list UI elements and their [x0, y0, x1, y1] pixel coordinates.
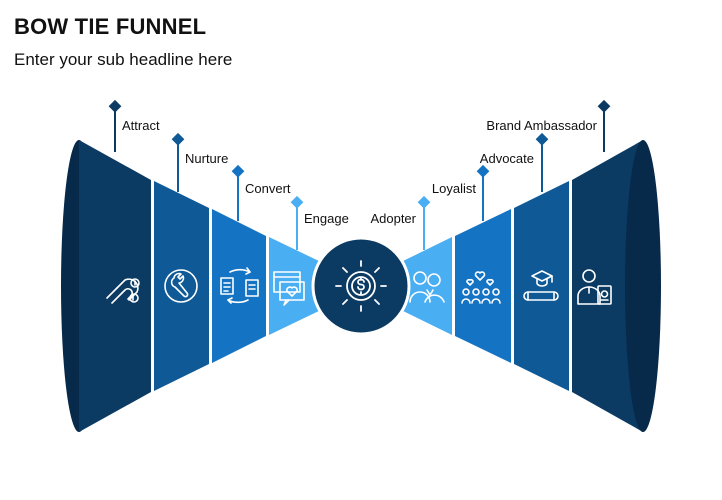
connector-ambassador [597, 99, 611, 152]
label-advocate: Advocate [480, 151, 534, 166]
page-subtitle: Enter your sub headline here [14, 50, 233, 69]
left-segment-convert [212, 209, 266, 363]
label-nurture: Nurture [185, 151, 228, 166]
connector-adopter [417, 195, 431, 250]
label-adopter: Adopter [370, 211, 416, 226]
wrench-icon [164, 269, 198, 303]
audience-hearts-icon [461, 271, 501, 304]
connector-loyalist [476, 164, 490, 221]
gear-dollar-icon [335, 260, 387, 312]
label-loyalist: Loyalist [432, 181, 476, 196]
label-engage: Engage [304, 211, 349, 226]
connector-nurture [171, 132, 185, 192]
browser-heart-icon [273, 271, 305, 306]
left-segment-engage [269, 237, 323, 335]
label-attract: Attract [122, 118, 160, 133]
left-segment-attract [79, 140, 151, 432]
page-title: BOW TIE FUNNEL [14, 14, 207, 39]
label-brand-ambassador: Brand Ambassador [486, 118, 597, 133]
connector-attract [108, 99, 122, 152]
right-segment-loyalist [455, 209, 511, 363]
connector-advocate [535, 132, 549, 192]
right-funnel-cap [625, 140, 661, 432]
connector-engage [290, 195, 304, 250]
couple-icon [409, 271, 445, 303]
center-circle-ring [311, 236, 411, 336]
right-segment-adopter [399, 237, 452, 335]
documents-cycle-icon [220, 267, 259, 304]
magnet-icon [106, 278, 140, 304]
connector-convert [231, 164, 245, 221]
center-circle [313, 238, 409, 334]
ambassador-badge-icon [577, 269, 612, 305]
graduate-scroll-icon [523, 270, 559, 301]
label-convert: Convert [245, 181, 291, 196]
